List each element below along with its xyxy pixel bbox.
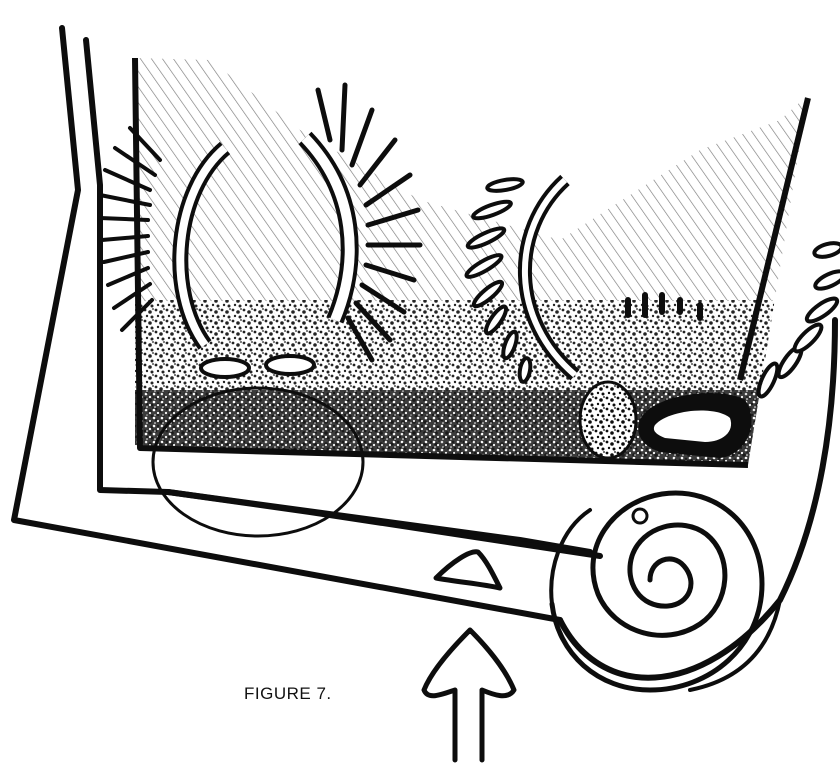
nerve-line	[168, 492, 600, 556]
arrowhead-marker	[436, 552, 500, 588]
up-arrow-icon	[424, 630, 514, 760]
stippled-body	[580, 382, 636, 458]
figure-caption: FIGURE 7.	[244, 684, 332, 704]
spiral-icon	[551, 493, 780, 690]
